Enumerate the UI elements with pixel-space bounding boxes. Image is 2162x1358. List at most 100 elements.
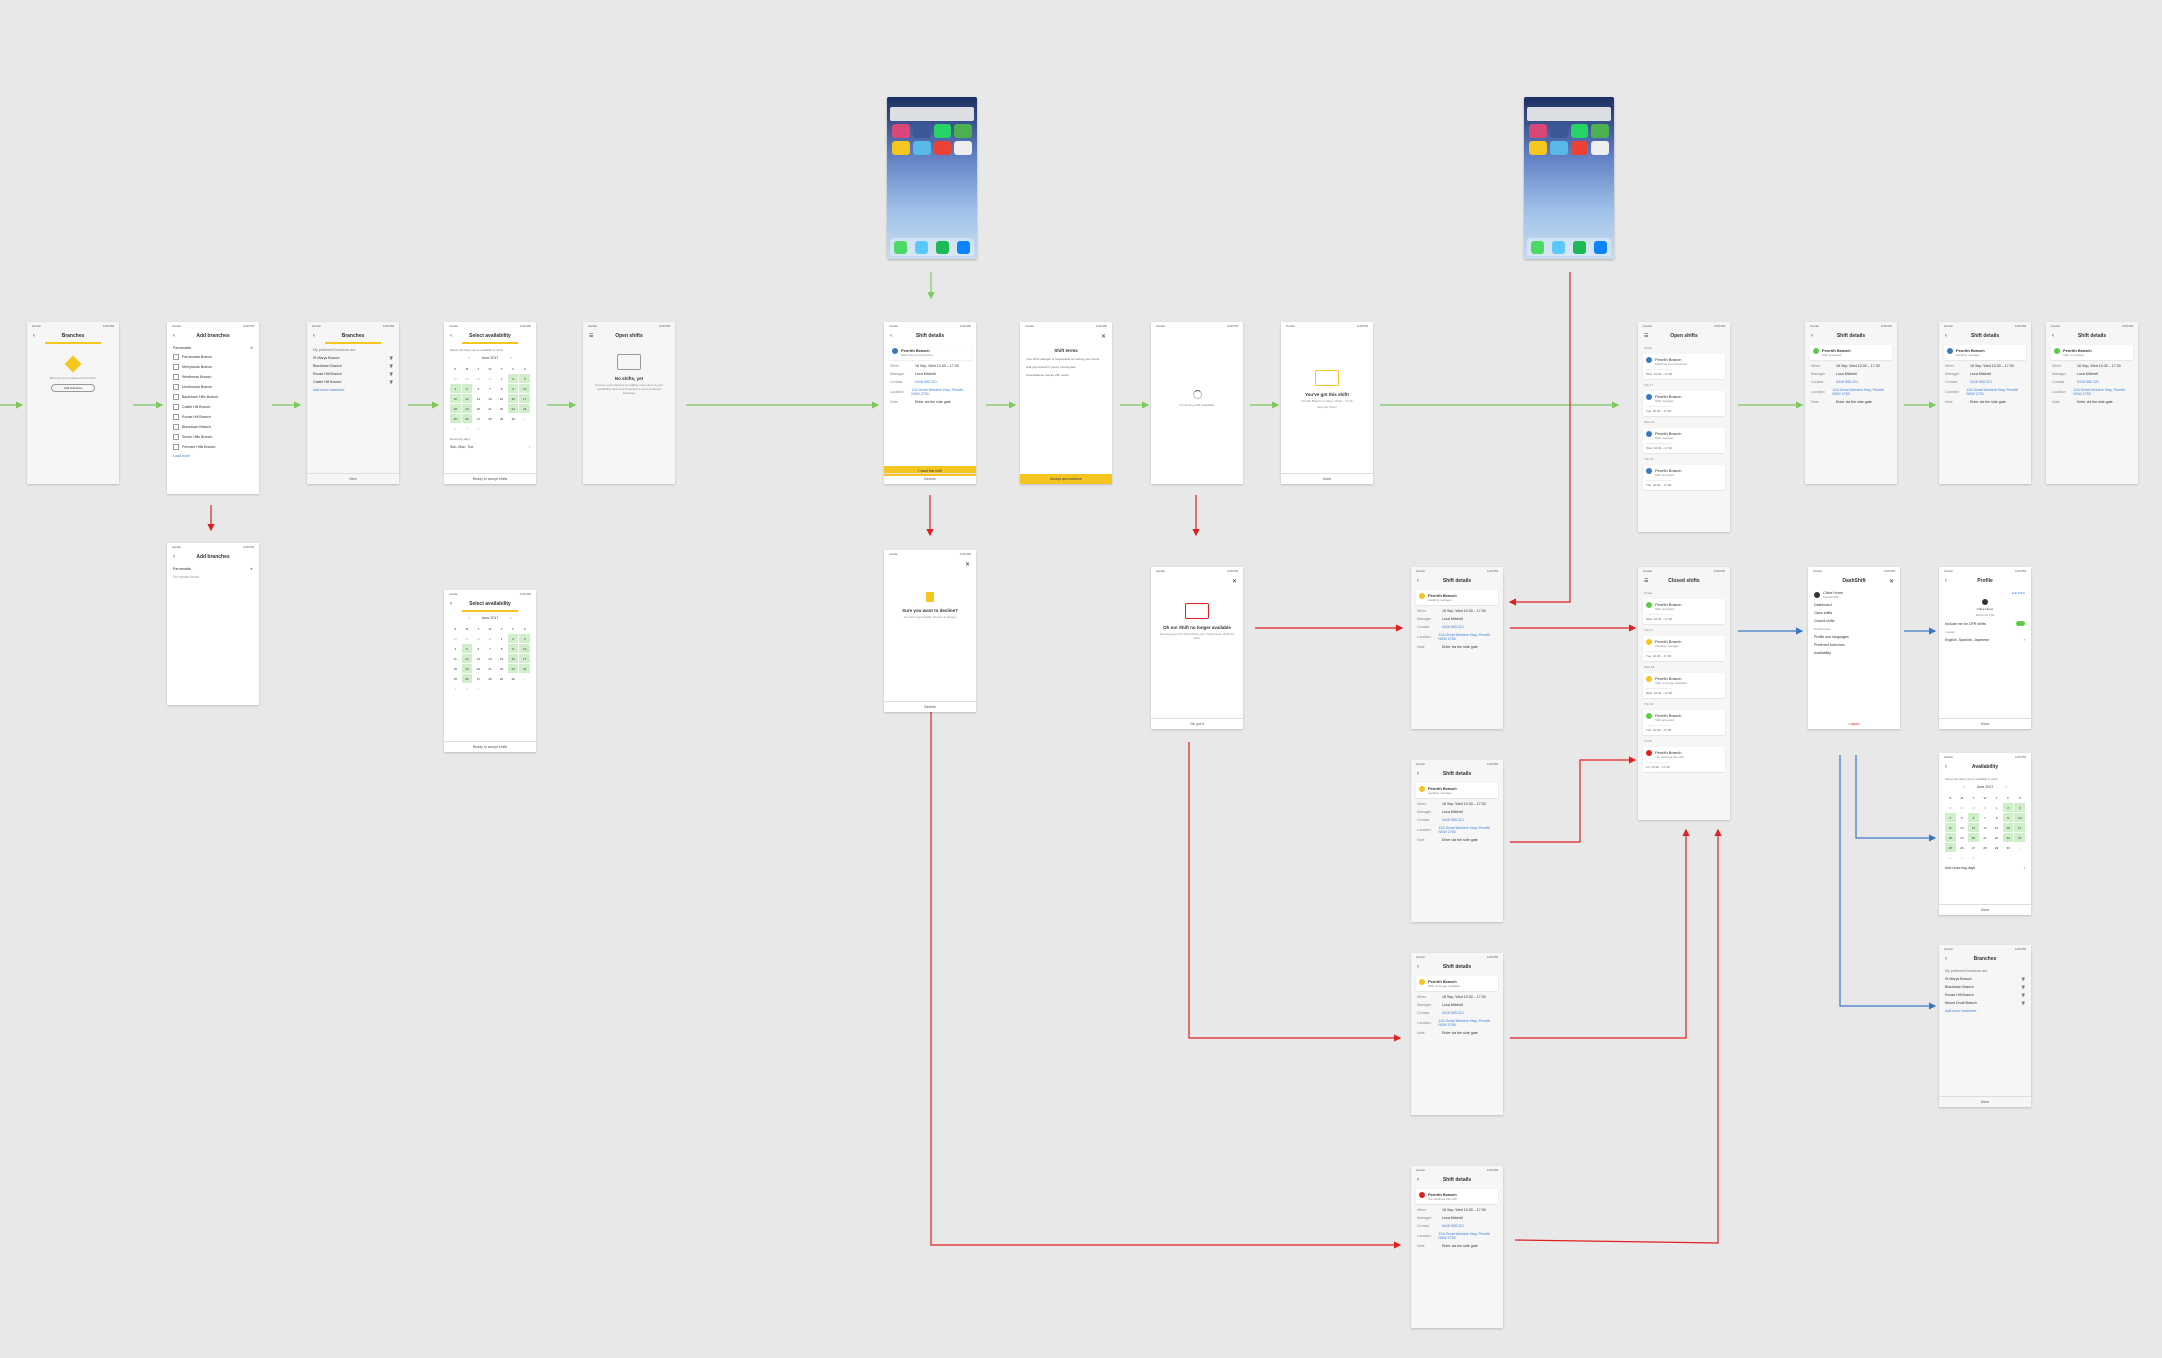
calendar-day[interactable]: 30	[1971, 805, 1976, 810]
detail-value[interactable]: 0416 555 221	[1442, 1224, 1464, 1228]
add-branches-button[interactable]: Add branches	[51, 384, 95, 392]
back-icon[interactable]: ‹	[1417, 578, 1419, 584]
detail-value[interactable]: 0416 555 221	[1442, 1011, 1464, 1015]
calendar-day[interactable]: 2	[454, 686, 457, 691]
detail-value[interactable]: 0416 555 221	[1442, 818, 1464, 822]
recurring-days-row[interactable]: Add recurring days›	[1945, 866, 2025, 870]
back-icon[interactable]: ‹	[1945, 578, 1947, 584]
load-more-link[interactable]: Load more	[173, 454, 191, 458]
calendar-day[interactable]: 26	[461, 674, 473, 683]
search-input[interactable]: Parramatta✕	[173, 567, 253, 571]
branch-option[interactable]: Pennant Hills Branch	[173, 444, 253, 450]
detail-value[interactable]: 0416 555 221	[1442, 625, 1464, 629]
drawer-pref-item[interactable]: Availability	[1814, 651, 1831, 655]
calendar-day[interactable]: 3	[1961, 855, 1963, 860]
push-notification[interactable]	[1527, 107, 1611, 121]
checkbox[interactable]	[173, 374, 179, 380]
back-icon[interactable]: ‹	[1417, 1177, 1419, 1183]
calendar-day[interactable]: 11	[453, 656, 457, 661]
calendar-day[interactable]: 31	[488, 376, 492, 381]
calendar-day[interactable]: 14	[1983, 825, 1987, 830]
calendar-day[interactable]: 3	[519, 374, 530, 383]
drawer-pref-item[interactable]: Preferred branches	[1814, 643, 1845, 647]
calendar-day[interactable]: 18	[450, 404, 461, 413]
branch-option[interactable]: Merrylands Branch	[173, 364, 253, 370]
calendar-day[interactable]: 17	[519, 394, 530, 403]
calendar-day[interactable]: 23	[507, 404, 519, 413]
done-button[interactable]: Done	[1939, 1096, 2031, 1107]
contact-link[interactable]: 0416 555 221	[915, 380, 937, 384]
back-icon[interactable]: ‹	[1945, 764, 1947, 770]
calendar-day[interactable]: 30	[511, 676, 515, 681]
calendar-day[interactable]: 26	[461, 414, 473, 423]
calendar-day[interactable]: 28	[1948, 805, 1952, 810]
calendar-day[interactable]: 5	[461, 644, 473, 653]
calendar-day[interactable]: 30	[511, 416, 515, 421]
detail-value[interactable]: 12A Great Western Hwy, Penrith NSW 2750	[1438, 633, 1491, 641]
branch-option[interactable]: Baulkham Hills Branch	[173, 394, 253, 400]
calendar-day[interactable]: 10	[2014, 813, 2025, 822]
back-icon[interactable]: ‹	[313, 333, 315, 339]
search-input[interactable]: Parramatta✕	[173, 346, 253, 350]
calendar-day[interactable]: 24	[519, 404, 530, 413]
calendar-day[interactable]: 1	[2018, 845, 2021, 850]
calendar-day[interactable]: 2	[507, 634, 519, 643]
next-button[interactable]: Next	[307, 473, 399, 484]
calendar-day[interactable]: 12	[461, 394, 473, 403]
calendar-day[interactable]: 29	[499, 416, 504, 421]
calendar-day[interactable]: 28	[488, 416, 492, 421]
calendar-day[interactable]: 1	[523, 676, 526, 681]
calendar-day[interactable]: 13	[476, 396, 481, 401]
calendar-day[interactable]: 11	[450, 394, 461, 403]
calendar-day[interactable]: 10	[519, 384, 530, 393]
menu-icon[interactable]: ☰	[589, 333, 594, 339]
back-icon[interactable]: ‹	[173, 333, 175, 339]
checkbox[interactable]	[173, 364, 179, 370]
calendar-day[interactable]: 6	[477, 646, 480, 651]
menu-icon[interactable]: ☰	[1644, 333, 1649, 339]
drawer-nav-item[interactable]: Open shifts	[1814, 611, 1833, 615]
calendar-day[interactable]: 14	[488, 396, 492, 401]
detail-value[interactable]: 12A Great Western Hwy, Penrith NSW 2750	[1966, 388, 2019, 396]
push-notification[interactable]	[890, 107, 974, 121]
branch-option[interactable]: Blacktown Branch	[173, 424, 253, 430]
calendar-day[interactable]: 25	[1945, 843, 1956, 852]
calendar-day[interactable]: 2	[2002, 803, 2014, 812]
calendar-day[interactable]: 30	[2006, 845, 2010, 850]
branch-option[interactable]: Rouse Hill Branch	[173, 414, 253, 420]
calendar-day[interactable]: 8	[1995, 815, 1998, 820]
next-month-icon[interactable]: ›	[510, 356, 512, 360]
checkbox[interactable]	[173, 424, 179, 430]
calendar-day[interactable]: 31	[1983, 805, 1987, 810]
calendar-day[interactable]: 15	[499, 396, 504, 401]
calendar-day[interactable]: 1	[500, 636, 503, 641]
ofr-toggle[interactable]	[2016, 621, 2025, 626]
back-icon[interactable]: ‹	[1945, 333, 1947, 339]
calendar-day[interactable]: 21	[488, 666, 492, 671]
calendar-day[interactable]: 16	[507, 394, 519, 403]
calendar-day[interactable]: 3	[466, 686, 468, 691]
calendar-day[interactable]: 29	[1994, 845, 1999, 850]
prev-month-icon[interactable]: ‹	[1963, 785, 1965, 789]
detail-value[interactable]: 0416 555 221	[2077, 380, 2099, 384]
branch-option[interactable]: Castle Hill Branch	[173, 404, 253, 410]
back-icon[interactable]: ‹	[1945, 956, 1947, 962]
calendar-day[interactable]: 29	[465, 376, 469, 381]
calendar-day[interactable]: 2	[454, 426, 457, 431]
calendar-day[interactable]: 27	[1971, 845, 1976, 850]
back-icon[interactable]: ‹	[1417, 771, 1419, 777]
calendar-day[interactable]: 16	[2002, 823, 2014, 832]
calendar-day[interactable]: 15	[499, 656, 504, 661]
calendar-day[interactable]: 22	[499, 406, 504, 411]
calendar-day[interactable]: 5	[1961, 815, 1963, 820]
add-more-branches-link[interactable]: Add more branches	[1945, 1009, 1977, 1013]
close-icon[interactable]: ✕	[964, 561, 970, 568]
back-icon[interactable]: ‹	[2052, 333, 2054, 339]
next-month-icon[interactable]: ›	[510, 616, 512, 620]
calendar-day[interactable]: 12	[461, 654, 473, 663]
delete-icon[interactable]: 🗑	[2021, 1001, 2025, 1005]
close-icon[interactable]: ✕	[249, 567, 253, 571]
